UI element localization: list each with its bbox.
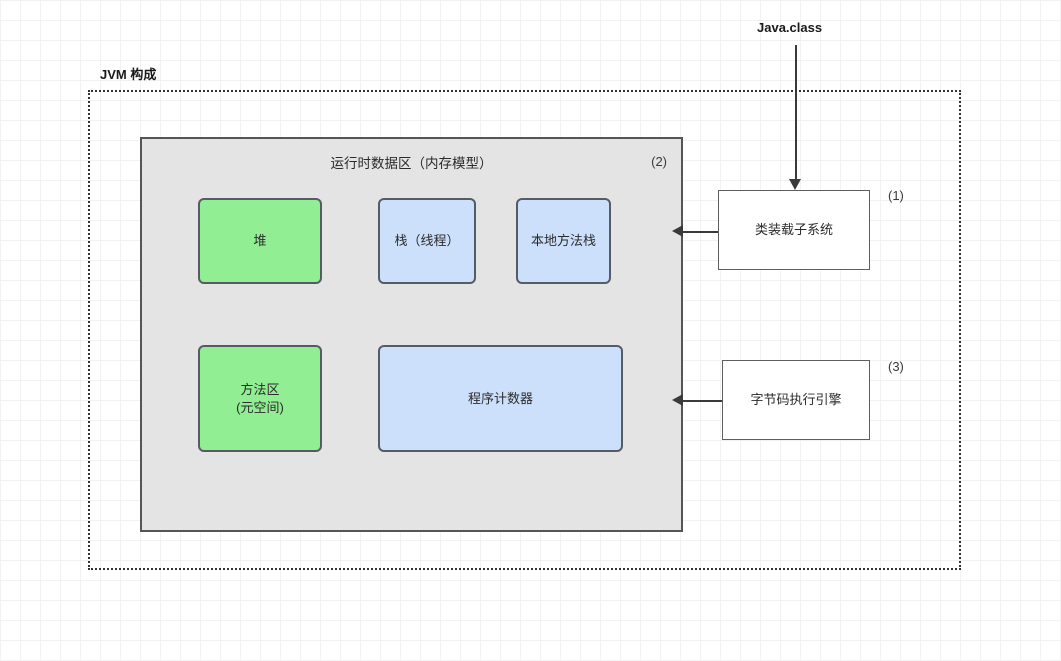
engine-to-runtime-arrowhead <box>672 394 683 406</box>
memory-block-native-stack[interactable]: 本地方法栈 <box>516 198 611 284</box>
engine-to-runtime-line <box>683 400 722 402</box>
jvm-container <box>88 90 961 570</box>
side-box-classloader[interactable]: 类装载子系统 <box>718 190 870 270</box>
jvm-title-label: JVM 构成 <box>100 67 157 82</box>
classloader-to-runtime-line <box>683 231 718 233</box>
memory-block-method-area-label: 方法区 (元空间) <box>236 381 284 415</box>
side-box-execution-engine-label: 字节码执行引擎 <box>750 392 842 408</box>
memory-block-method-area[interactable]: 方法区 (元空间) <box>198 345 322 452</box>
memory-block-program-counter-label: 程序计数器 <box>467 390 533 406</box>
memory-block-heap[interactable]: 堆 <box>198 198 322 284</box>
source-to-classloader-line <box>795 45 797 181</box>
source-to-classloader-arrowhead <box>789 179 801 190</box>
runtime-data-area: 运行时数据区（内存模型） (2) <box>140 137 683 532</box>
source-label: Java.class <box>757 20 823 35</box>
memory-block-stack-label: 栈（线程） <box>394 233 460 249</box>
classloader-to-runtime-arrowhead <box>672 225 683 237</box>
memory-block-program-counter[interactable]: 程序计数器 <box>378 345 623 452</box>
side-box-classloader-marker: (1) <box>888 188 904 203</box>
runtime-data-area-title: 运行时数据区（内存模型） <box>330 156 493 171</box>
memory-block-heap-label: 堆 <box>253 233 267 249</box>
runtime-data-area-marker: (2) <box>651 154 667 169</box>
side-box-execution-engine-marker: (3) <box>888 359 904 374</box>
side-box-classloader-label: 类装载子系统 <box>754 222 833 238</box>
side-box-execution-engine[interactable]: 字节码执行引擎 <box>722 360 870 440</box>
memory-block-native-stack-label: 本地方法栈 <box>530 233 596 249</box>
memory-block-stack[interactable]: 栈（线程） <box>378 198 476 284</box>
